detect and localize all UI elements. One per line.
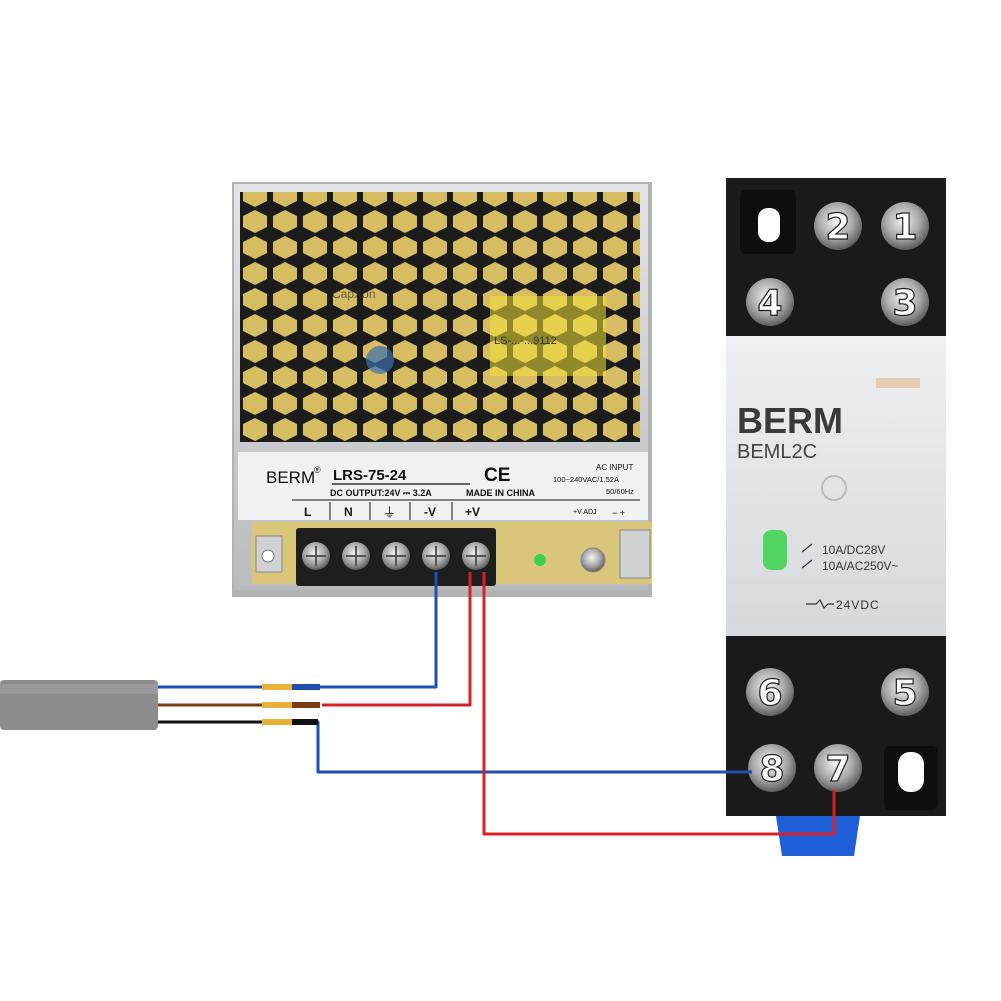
terminal-label-l: L xyxy=(304,505,311,519)
relay-terminal-label-2: 2 xyxy=(825,207,850,248)
relay-terminal-7[interactable]: 7 xyxy=(814,744,862,792)
terminal-label-ground: ⏚ xyxy=(383,505,396,520)
red-wire-psu xyxy=(322,572,472,707)
ferrule-black-end xyxy=(292,719,318,725)
relay-coil-symbol xyxy=(806,598,834,610)
relay-terminal-label-8: 8 xyxy=(759,749,784,790)
relay-contact-symbol xyxy=(801,543,813,569)
psu-label-panel xyxy=(238,452,648,520)
relay-bottom-mount-hole xyxy=(898,752,924,792)
relay-terminal-6[interactable]: 6 xyxy=(746,668,794,716)
cable xyxy=(0,680,158,730)
relay-terminal-1[interactable]: 1 xyxy=(881,202,929,250)
ferrule-brown-end xyxy=(292,702,320,708)
ferrule-black xyxy=(262,719,292,725)
psu-right-tab xyxy=(619,529,651,579)
relay-terminal-label-6: 6 xyxy=(757,673,782,714)
relay: BERM BEML2C 10A/DC28V 10A/AC250V~ 24VDC … xyxy=(726,178,946,856)
relay-terminal-3[interactable]: 3 xyxy=(881,278,929,326)
relay-test-button[interactable] xyxy=(821,475,847,501)
voltage-adjust-pot[interactable] xyxy=(580,547,606,573)
psu-ac-input-freq: 50/60Hz xyxy=(606,487,634,496)
relay-window xyxy=(876,378,920,388)
power-supply: CapXon LS-...-...9112 BERM ® LRS-75-24 D… xyxy=(232,182,652,597)
relay-terminal-label-3: 3 xyxy=(892,283,917,324)
psu-ac-input-title: AC INPUT xyxy=(596,463,633,472)
psu-dc-output: DC OUTPUT:24V ⎓ 3.2A xyxy=(330,488,432,498)
psu-board-text-2: LS-...-...9112 xyxy=(494,335,557,347)
terminal-label-minus-v: -V xyxy=(424,505,436,519)
psu-power-led xyxy=(534,554,546,566)
relay-coil-voltage: 24VDC xyxy=(836,598,880,612)
relay-top-mount-hole xyxy=(758,208,780,242)
cable-highlight xyxy=(0,684,158,694)
relay-brand: BERM xyxy=(737,400,843,441)
red-wire xyxy=(482,572,836,836)
psu-ac-input-spec: 100~240VAC/1.52A xyxy=(553,475,619,484)
wires xyxy=(158,572,836,836)
psu-capacitor xyxy=(366,346,394,374)
psu-board-text-1: CapXon xyxy=(332,287,375,301)
adj-label: +V ADJ xyxy=(573,509,597,516)
relay-terminal-2[interactable]: 2 xyxy=(814,202,862,250)
adj-pm: − + xyxy=(612,508,625,518)
terminal-label-n: N xyxy=(344,505,353,519)
din-rail-clip[interactable] xyxy=(776,816,860,856)
relay-terminal-label-4: 4 xyxy=(757,283,782,324)
relay-terminal-label-7: 7 xyxy=(825,749,850,790)
psu-registered-mark: ® xyxy=(314,465,321,475)
relay-model: BEML2C xyxy=(737,441,817,463)
relay-rating-ac: 10A/AC250V~ xyxy=(822,559,898,573)
ferrule-blue xyxy=(262,684,292,690)
psu-model: LRS-75-24 xyxy=(333,467,407,484)
relay-terminal-label-1: 1 xyxy=(892,207,917,248)
relay-status-led xyxy=(763,530,787,570)
relay-terminal-8[interactable]: 8 xyxy=(748,744,796,792)
ferrule-blue-end xyxy=(292,684,320,690)
relay-terminal-5[interactable]: 5 xyxy=(881,668,929,716)
relay-terminal-4[interactable]: 4 xyxy=(746,278,794,326)
blue-wire-relay xyxy=(158,720,752,774)
psu-mount-hole xyxy=(261,549,275,563)
psu-transformer-tape xyxy=(490,296,606,376)
relay-rating-dc: 10A/DC28V xyxy=(822,543,885,557)
psu-brand: BERM xyxy=(266,468,315,487)
relay-terminal-label-5: 5 xyxy=(892,673,917,714)
terminal-label-plus-v: +V xyxy=(465,505,480,519)
psu-terminal-screws xyxy=(302,542,490,570)
blue-wire xyxy=(158,572,438,689)
ce-mark: CE xyxy=(484,465,510,486)
ferrule-brown xyxy=(262,702,292,708)
psu-made-in: MADE IN CHINA xyxy=(466,488,535,498)
